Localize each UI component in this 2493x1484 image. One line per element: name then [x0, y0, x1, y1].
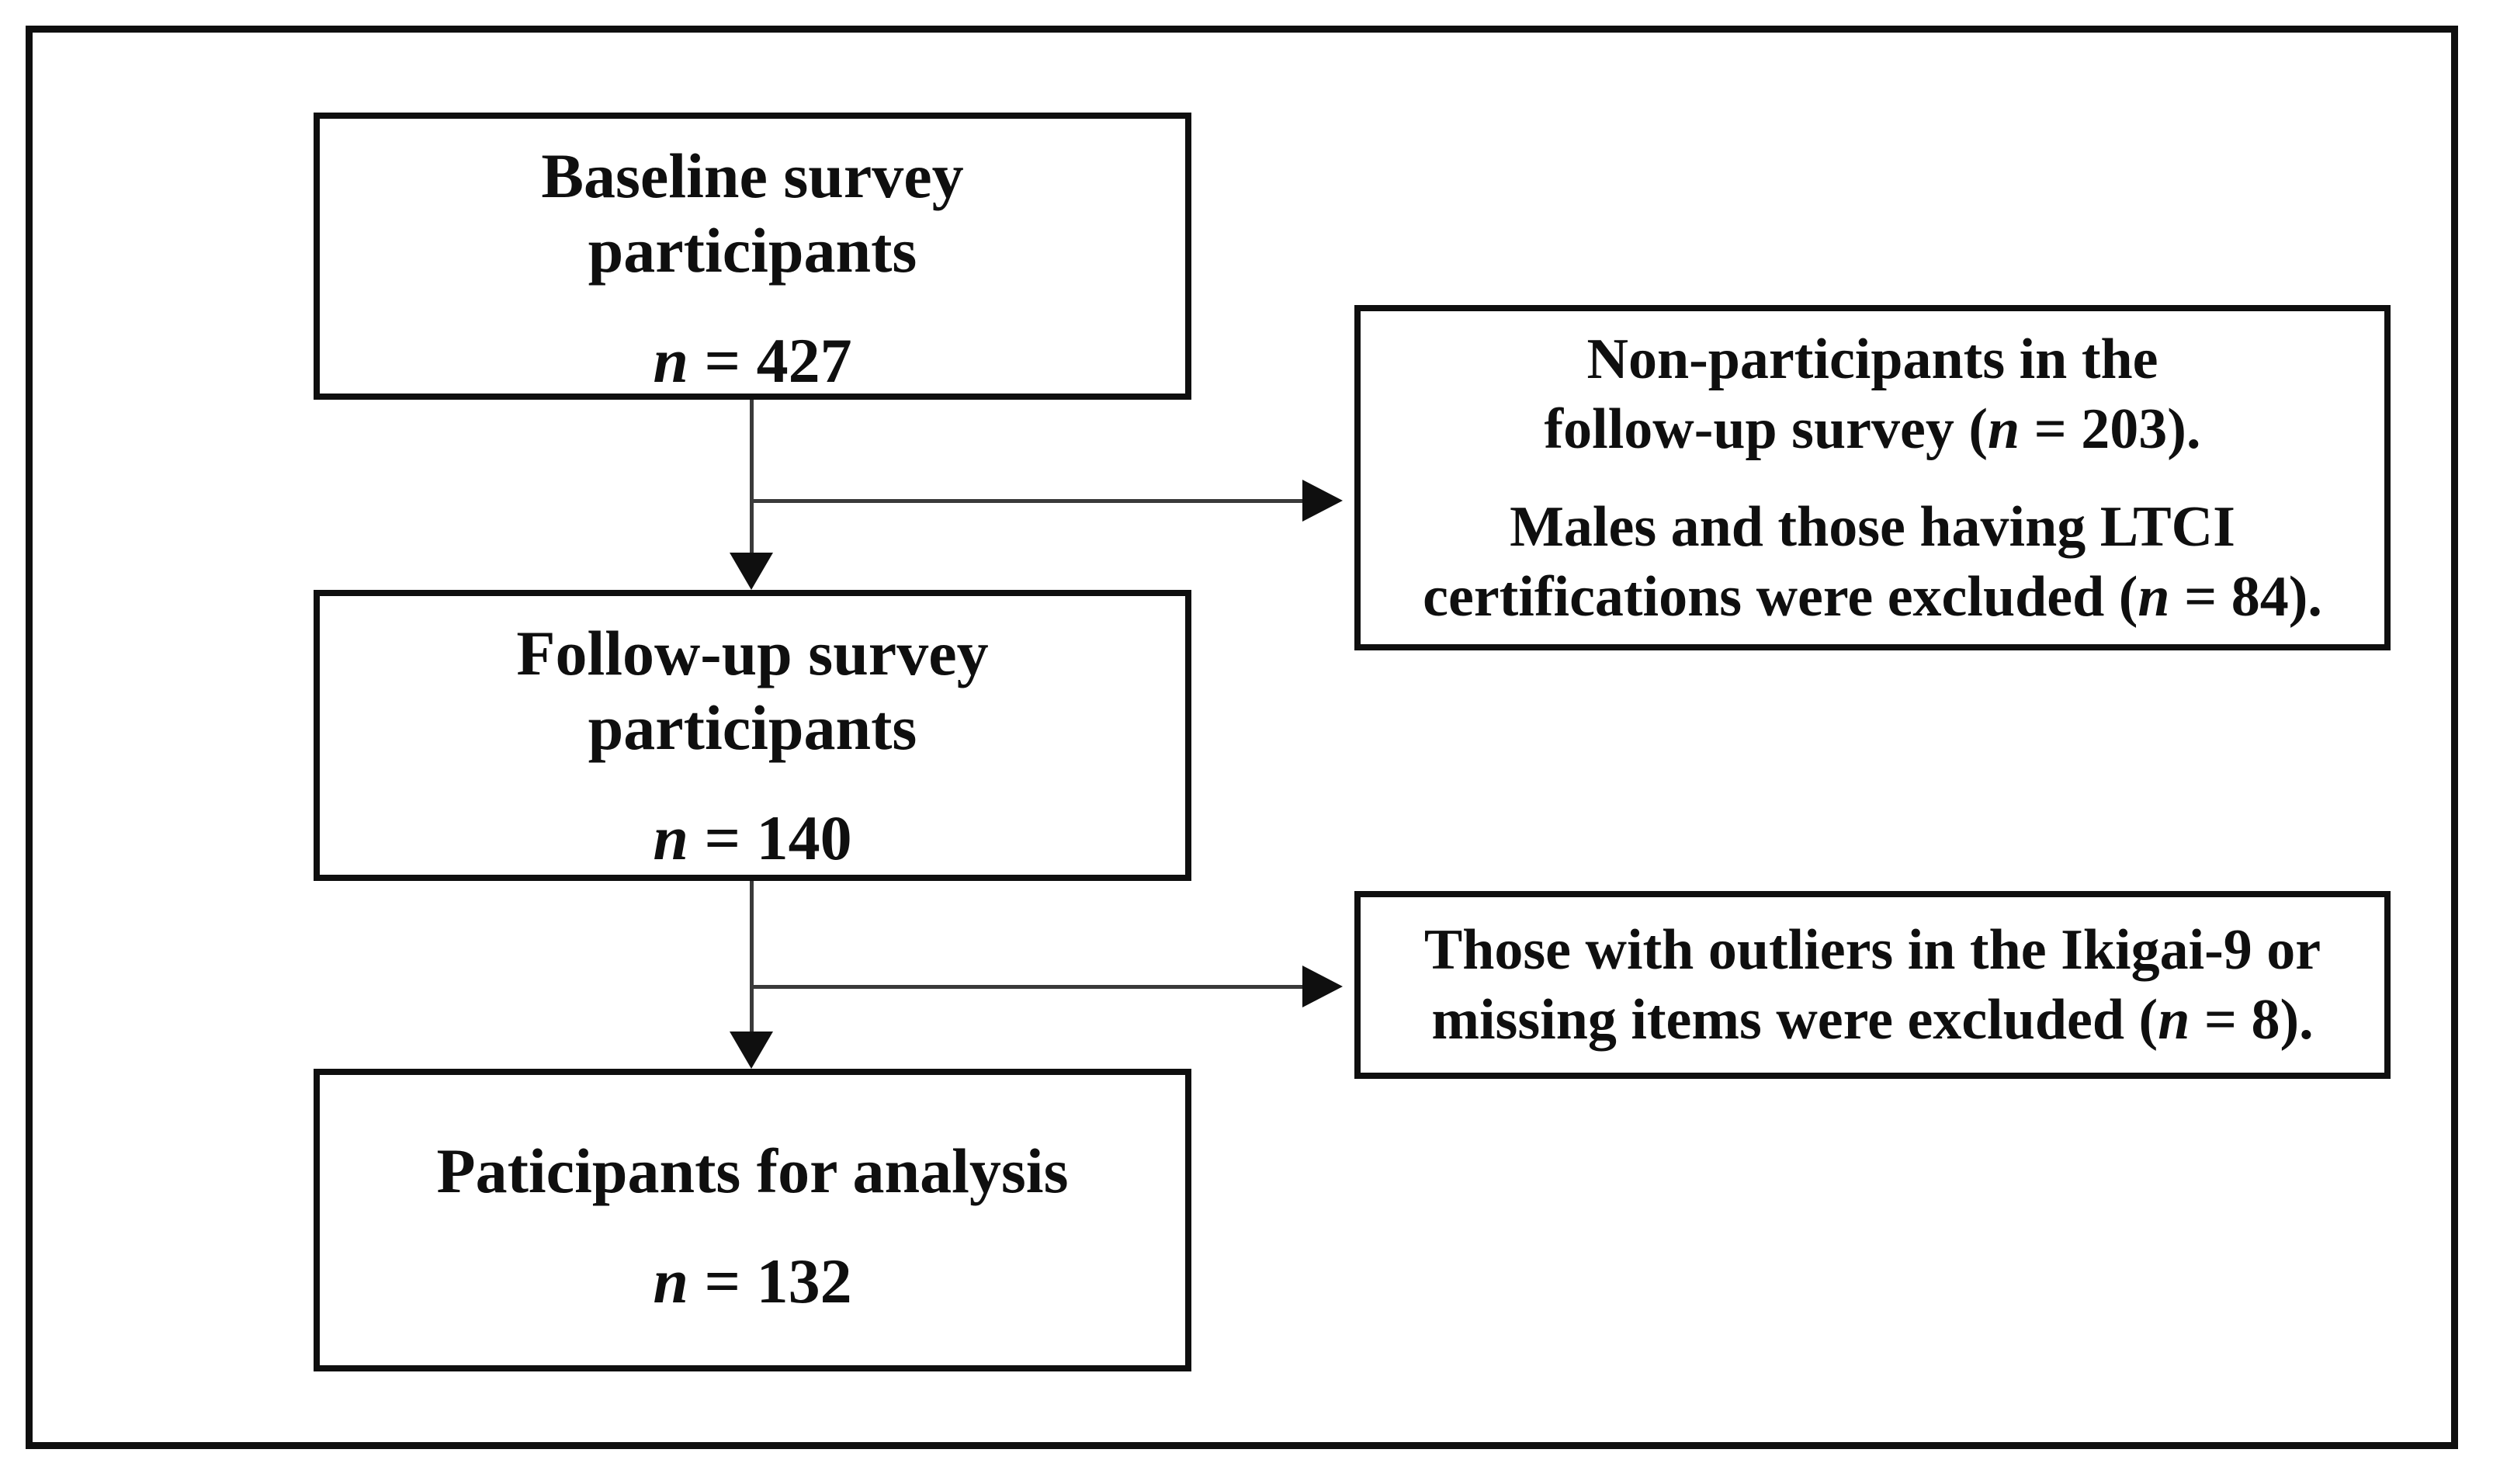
box-title-line: participants: [588, 215, 917, 286]
box-n-value: n = 132: [653, 1246, 852, 1316]
connector-horizontal-1: [751, 499, 1302, 503]
connector-horizontal-2: [751, 985, 1302, 989]
arrow-right-icon: [1302, 966, 1343, 1007]
flow-box-exclusion-followup: Non-participants in the follow-up survey…: [1354, 305, 2391, 650]
exclusion-paragraph: Males and those having LTCI certificatio…: [1423, 492, 2322, 632]
exclusion-line: follow-up survey (n = 203).: [1544, 397, 2201, 461]
arrow-down-icon: [730, 1032, 773, 1069]
connector-vertical-2: [750, 881, 754, 1032]
exclusion-line: Those with outliers in the Ikigai-9 or: [1423, 918, 2321, 982]
exclusion-line: Males and those having LTCI: [1510, 494, 2235, 559]
box-title-line: participants: [588, 692, 917, 763]
exclusion-line: Non-participants in the: [1586, 327, 2158, 391]
flow-box-analysis: Paticipants for analysis n = 132: [314, 1069, 1191, 1371]
box-n-value: n = 427: [653, 325, 852, 396]
exclusion-paragraph: Those with outliers in the Ikigai-9 or m…: [1424, 915, 2321, 1055]
exclusion-line: missing items were excluded (n = 8).: [1431, 988, 2314, 1052]
box-title-line: Baseline survey: [541, 140, 964, 211]
flow-box-baseline: Baseline survey participants n = 427: [314, 113, 1191, 400]
exclusion-paragraph: Non-participants in the follow-up survey…: [1545, 324, 2201, 464]
arrow-down-icon: [730, 553, 773, 590]
exclusion-line: certifications were excluded (n = 84).: [1423, 564, 2322, 629]
flow-box-followup: Follow-up survey participants n = 140: [314, 590, 1191, 881]
arrow-right-icon: [1302, 480, 1343, 522]
box-title-line: Follow-up survey: [516, 618, 989, 688]
box-title-line: Paticipants for analysis: [436, 1136, 1069, 1206]
flow-box-exclusion-outliers: Those with outliers in the Ikigai-9 or m…: [1354, 891, 2391, 1079]
box-n-value: n = 140: [653, 803, 852, 873]
connector-vertical-1: [750, 400, 754, 553]
